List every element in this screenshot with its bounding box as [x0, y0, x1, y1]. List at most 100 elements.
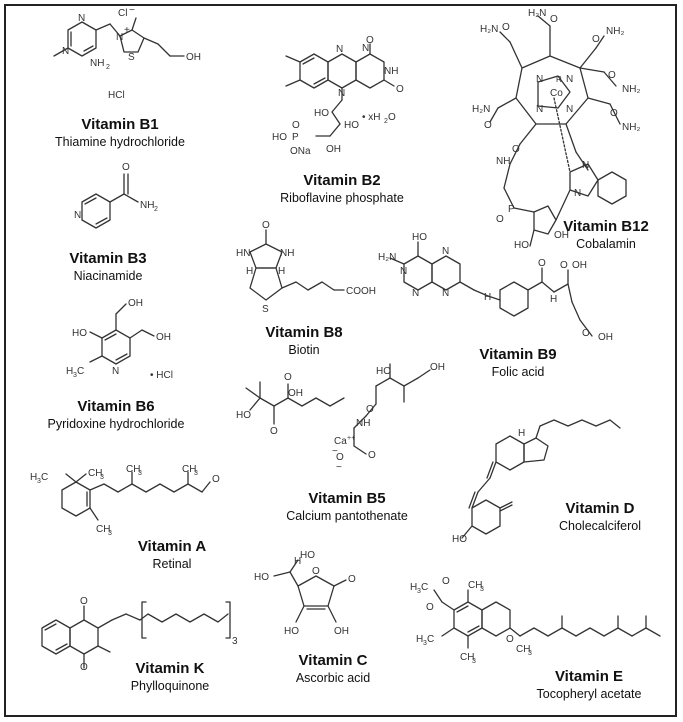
vitamin-common-name: Calcium pantothenate	[286, 509, 408, 523]
atom: 3	[73, 372, 77, 379]
atom: H₂N	[528, 8, 546, 19]
vitamin-b1-label: Vitamin B1 Thiamine hydrochloride	[40, 116, 200, 150]
atom: 3	[480, 586, 484, 593]
atom: O	[538, 258, 546, 269]
atom: ++	[347, 435, 355, 442]
atom: O	[336, 452, 344, 463]
atom: H₂N	[480, 24, 498, 35]
vitamin-b8-label: Vitamin B8 Biotin	[244, 324, 364, 358]
atom: H₂N	[472, 104, 490, 115]
atom: O	[284, 372, 292, 383]
vitamin-k-structure: O O 3	[41, 596, 238, 673]
atom: ONa	[290, 146, 311, 157]
atom: H	[484, 292, 491, 303]
atom: CH	[516, 644, 530, 655]
atom: C	[41, 472, 48, 483]
vitamin-b5-label: Vitamin B5 Calcium pantothenate	[272, 490, 422, 524]
atom: HO	[376, 366, 391, 377]
atom: N	[412, 288, 419, 299]
vitamin-name: Vitamin B8	[265, 324, 343, 341]
vitamin-b5-structure: OH HN HO O O Ca ++ O − HO OH O NH O − O	[236, 362, 445, 473]
atom: P	[292, 132, 299, 143]
vitamin-b1-structure: Cl − N + S OH N N NH 2 HCl	[53, 5, 201, 101]
vitamin-name: Vitamin B6	[77, 398, 155, 415]
atom: N	[536, 74, 543, 85]
atom: CH	[468, 580, 482, 591]
atom: 3	[472, 658, 476, 665]
vitamin-b2-label: Vitamin B2 Riboflavine phosphate	[262, 172, 422, 206]
atom: OH	[598, 332, 613, 343]
atom: NH	[280, 248, 294, 259]
atom: O	[292, 120, 300, 131]
atom: H	[416, 634, 423, 645]
atom: NH	[496, 156, 510, 167]
atom: O	[122, 162, 130, 173]
atom: O	[348, 574, 356, 585]
atom: 3	[232, 636, 238, 647]
vitamin-d-label: Vitamin D Cholecalciferol	[540, 500, 660, 534]
atom: HO	[514, 240, 529, 251]
atom: N	[362, 43, 369, 54]
atom: 2	[106, 64, 110, 71]
atom: CH	[96, 524, 110, 535]
atom: OH	[326, 144, 341, 155]
atom: +	[124, 25, 130, 36]
atom: O	[80, 596, 88, 607]
atom: O	[442, 576, 450, 587]
atom: HO	[300, 550, 315, 561]
vitamin-common-name: Thiamine hydrochloride	[55, 135, 185, 149]
vitamin-common-name: Riboflavine phosphate	[280, 191, 404, 205]
atom: O	[502, 22, 510, 33]
atom: OH	[128, 298, 143, 309]
atom: O	[496, 214, 504, 225]
vitamin-common-name: Tocopheryl acetate	[536, 687, 642, 701]
atom: O	[592, 34, 600, 45]
atom: OH	[334, 626, 349, 637]
atom: OH	[572, 260, 587, 271]
vitamin-a-structure: H 3 C CH 3 CH 3 CH 3 CH 3 O	[30, 464, 220, 537]
atom: CH	[88, 468, 102, 479]
atom: R	[556, 75, 562, 84]
atom: HO	[236, 410, 251, 421]
vitamin-name: Vitamin B9	[479, 346, 557, 363]
vitamin-k-label: Vitamin K Phylloquinone	[110, 660, 230, 694]
atom: 3	[37, 478, 41, 485]
vitamin-b3-structure: O NH 2 N	[74, 162, 158, 229]
atom: O	[582, 328, 590, 339]
atom: Cl	[118, 8, 127, 19]
atom: 2	[384, 118, 388, 125]
atom: H	[410, 582, 417, 593]
atom: −	[336, 462, 342, 473]
atom: HCl	[108, 90, 125, 101]
atom: N	[442, 288, 449, 299]
atom: N	[116, 32, 123, 43]
vitamin-b9-structure: HO N N H₂N N N H O OH O H O OH	[378, 232, 613, 343]
vitamin-name: Vitamin K	[135, 660, 205, 677]
atom: CH	[460, 652, 474, 663]
atom: O	[212, 474, 220, 485]
atom: • HCl	[150, 370, 173, 381]
vitamin-b12-structure: H₂N O H₂N O NH₂ O NH₂ O Co R N N N N H₂N…	[472, 8, 640, 251]
atom: 3	[100, 474, 104, 481]
atom: 3	[423, 640, 427, 647]
atom: NH	[384, 66, 398, 77]
atom: N	[74, 210, 81, 221]
atom: OH	[430, 362, 445, 373]
vitamin-b9-label: Vitamin B9 Folic acid	[458, 346, 578, 380]
atom: O	[80, 662, 88, 673]
vitamin-b8-structure: O HN NH H H S COOH	[236, 220, 376, 315]
atom: H	[66, 366, 73, 377]
atom: O	[506, 634, 514, 645]
atom: OH	[288, 388, 303, 399]
atom: NH₂	[622, 84, 640, 95]
atom: N	[442, 246, 449, 257]
atom: NH₂	[606, 26, 624, 37]
atom: N	[582, 160, 589, 171]
atom: O	[512, 144, 520, 155]
vitamin-c-structure: HO H O O HO HO OH	[254, 550, 356, 637]
atom: −	[332, 446, 338, 457]
atom: HO	[284, 626, 299, 637]
vitamin-e-label: Vitamin E Tocopheryl acetate	[524, 668, 654, 702]
vitamin-name: Vitamin B1	[81, 116, 159, 133]
atom: H	[294, 556, 301, 567]
